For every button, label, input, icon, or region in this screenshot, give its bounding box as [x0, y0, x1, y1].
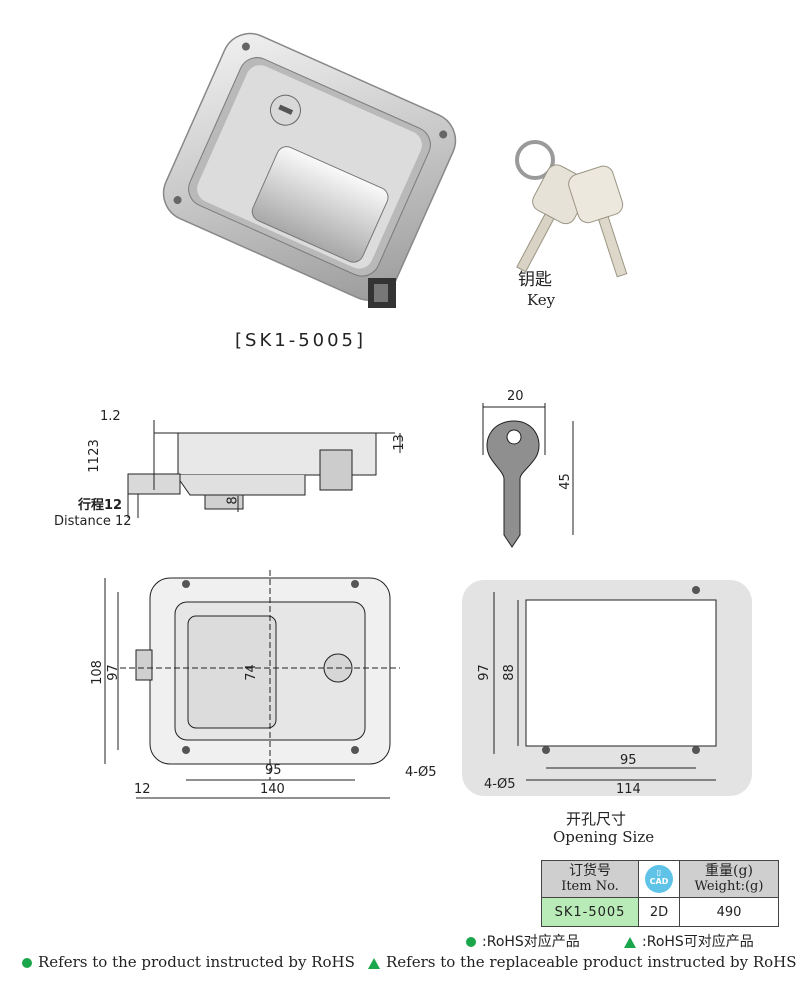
- legend-rohs-replace-cn: :RoHS可对应产品: [624, 935, 754, 949]
- front-dim-95: 95: [265, 763, 282, 778]
- legend-rohs-en: Refers to the product instructed by RoHS: [22, 953, 355, 971]
- rohs-dot-icon: [466, 937, 476, 947]
- travel-label-en: Distance 12: [54, 514, 132, 529]
- side-dim-11: 11: [86, 456, 102, 473]
- cad-header: ▯CAD: [638, 860, 680, 898]
- cad-icon: ▯CAD: [645, 865, 673, 893]
- rohs-triangle-icon: [624, 936, 636, 948]
- side-view-drawing: [127, 420, 401, 518]
- opening-dim-114: 114: [616, 782, 641, 797]
- key-drawing: [482, 403, 574, 548]
- item-no-header: 订货号 Item No.: [541, 860, 639, 898]
- opening-title-en: Opening Size: [553, 828, 655, 846]
- keys-photo: [515, 140, 628, 278]
- key-dim-45: 45: [557, 473, 573, 490]
- front-dim-140: 140: [260, 782, 285, 797]
- latch-photo: [162, 32, 457, 308]
- front-holes-label: 4-Ø5: [405, 765, 437, 780]
- front-dim-74: 74: [243, 664, 259, 681]
- key-dim-20: 20: [507, 389, 524, 404]
- weight-value: 490: [679, 897, 779, 927]
- side-dim-23: 23: [86, 439, 102, 456]
- legend-rohs-cn: :RoHS对应产品: [466, 935, 580, 949]
- rohs-dot-icon: [22, 958, 32, 968]
- rohs-triangle-icon: [368, 957, 380, 969]
- opening-title-cn: 开孔尺寸: [566, 810, 627, 828]
- order-table: 订货号 Item No. ▯CAD 重量(g) Weight:(g) SK1-5…: [541, 860, 779, 927]
- key-label-cn: 钥匙: [518, 270, 552, 290]
- side-dim-1-2: 1.2: [100, 409, 121, 424]
- front-view-drawing: [104, 570, 400, 799]
- front-dim-12: 12: [134, 782, 151, 797]
- side-dim-8: 8: [225, 496, 241, 505]
- model-label: [SK1-5005]: [235, 330, 367, 351]
- opening-holes-label: 4-Ø5: [484, 777, 516, 792]
- front-dim-108: 108: [89, 660, 105, 685]
- item-no-value: SK1-5005: [541, 897, 639, 927]
- opening-dim-97: 97: [476, 664, 492, 681]
- side-dim-13: 13: [391, 434, 407, 451]
- legend-rohs-replace-en: Refers to the replaceable product instru…: [368, 953, 797, 971]
- weight-header: 重量(g) Weight:(g): [679, 860, 779, 898]
- travel-label-cn: 行程12: [78, 498, 123, 513]
- opening-dim-95: 95: [620, 753, 637, 768]
- opening-drawing: [462, 580, 752, 796]
- opening-dim-88: 88: [501, 664, 517, 681]
- front-dim-97: 97: [105, 664, 121, 681]
- key-label-en: Key: [527, 291, 556, 309]
- cad-value: 2D: [638, 897, 680, 927]
